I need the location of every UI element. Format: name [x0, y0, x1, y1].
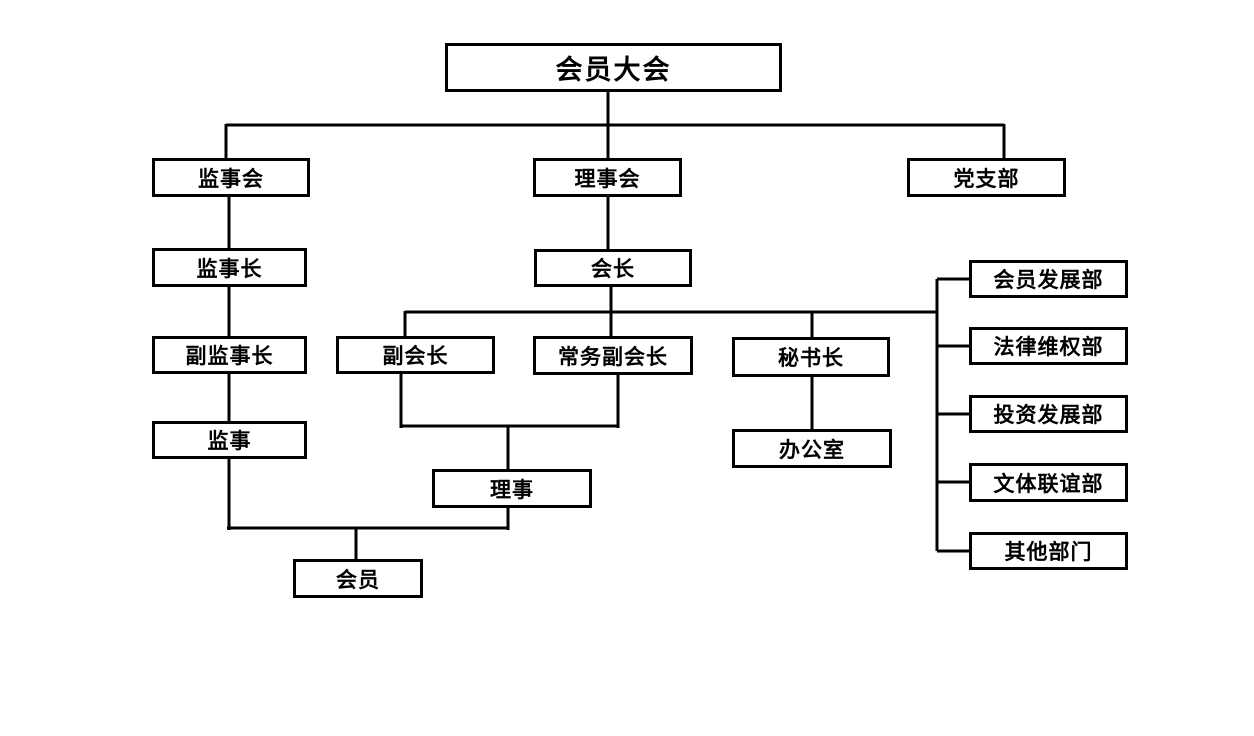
node-member: 会员: [293, 559, 423, 598]
node-member-development-dept: 会员发展部: [969, 260, 1128, 298]
node-president: 会长: [534, 249, 692, 287]
node-culture-sports-dept: 文体联谊部: [969, 463, 1128, 502]
node-investment-development-dept: 投资发展部: [969, 395, 1128, 433]
node-party-branch: 党支部: [907, 158, 1066, 197]
node-supervisor: 监事: [152, 421, 307, 459]
node-vice-president: 副会长: [336, 336, 495, 374]
node-other-departments: 其他部门: [969, 532, 1128, 570]
node-executive-vice-president: 常务副会长: [533, 336, 693, 375]
node-office: 办公室: [732, 429, 892, 468]
node-members-assembly: 会员大会: [445, 43, 782, 92]
node-secretary-general: 秘书长: [732, 337, 890, 377]
node-director: 理事: [432, 469, 592, 508]
node-chief-supervisor: 监事长: [152, 248, 307, 287]
node-supervisory-board: 监事会: [152, 158, 310, 197]
node-legal-rights-dept: 法律维权部: [969, 327, 1128, 365]
node-deputy-chief-supervisor: 副监事长: [152, 336, 307, 374]
node-council: 理事会: [533, 158, 682, 197]
